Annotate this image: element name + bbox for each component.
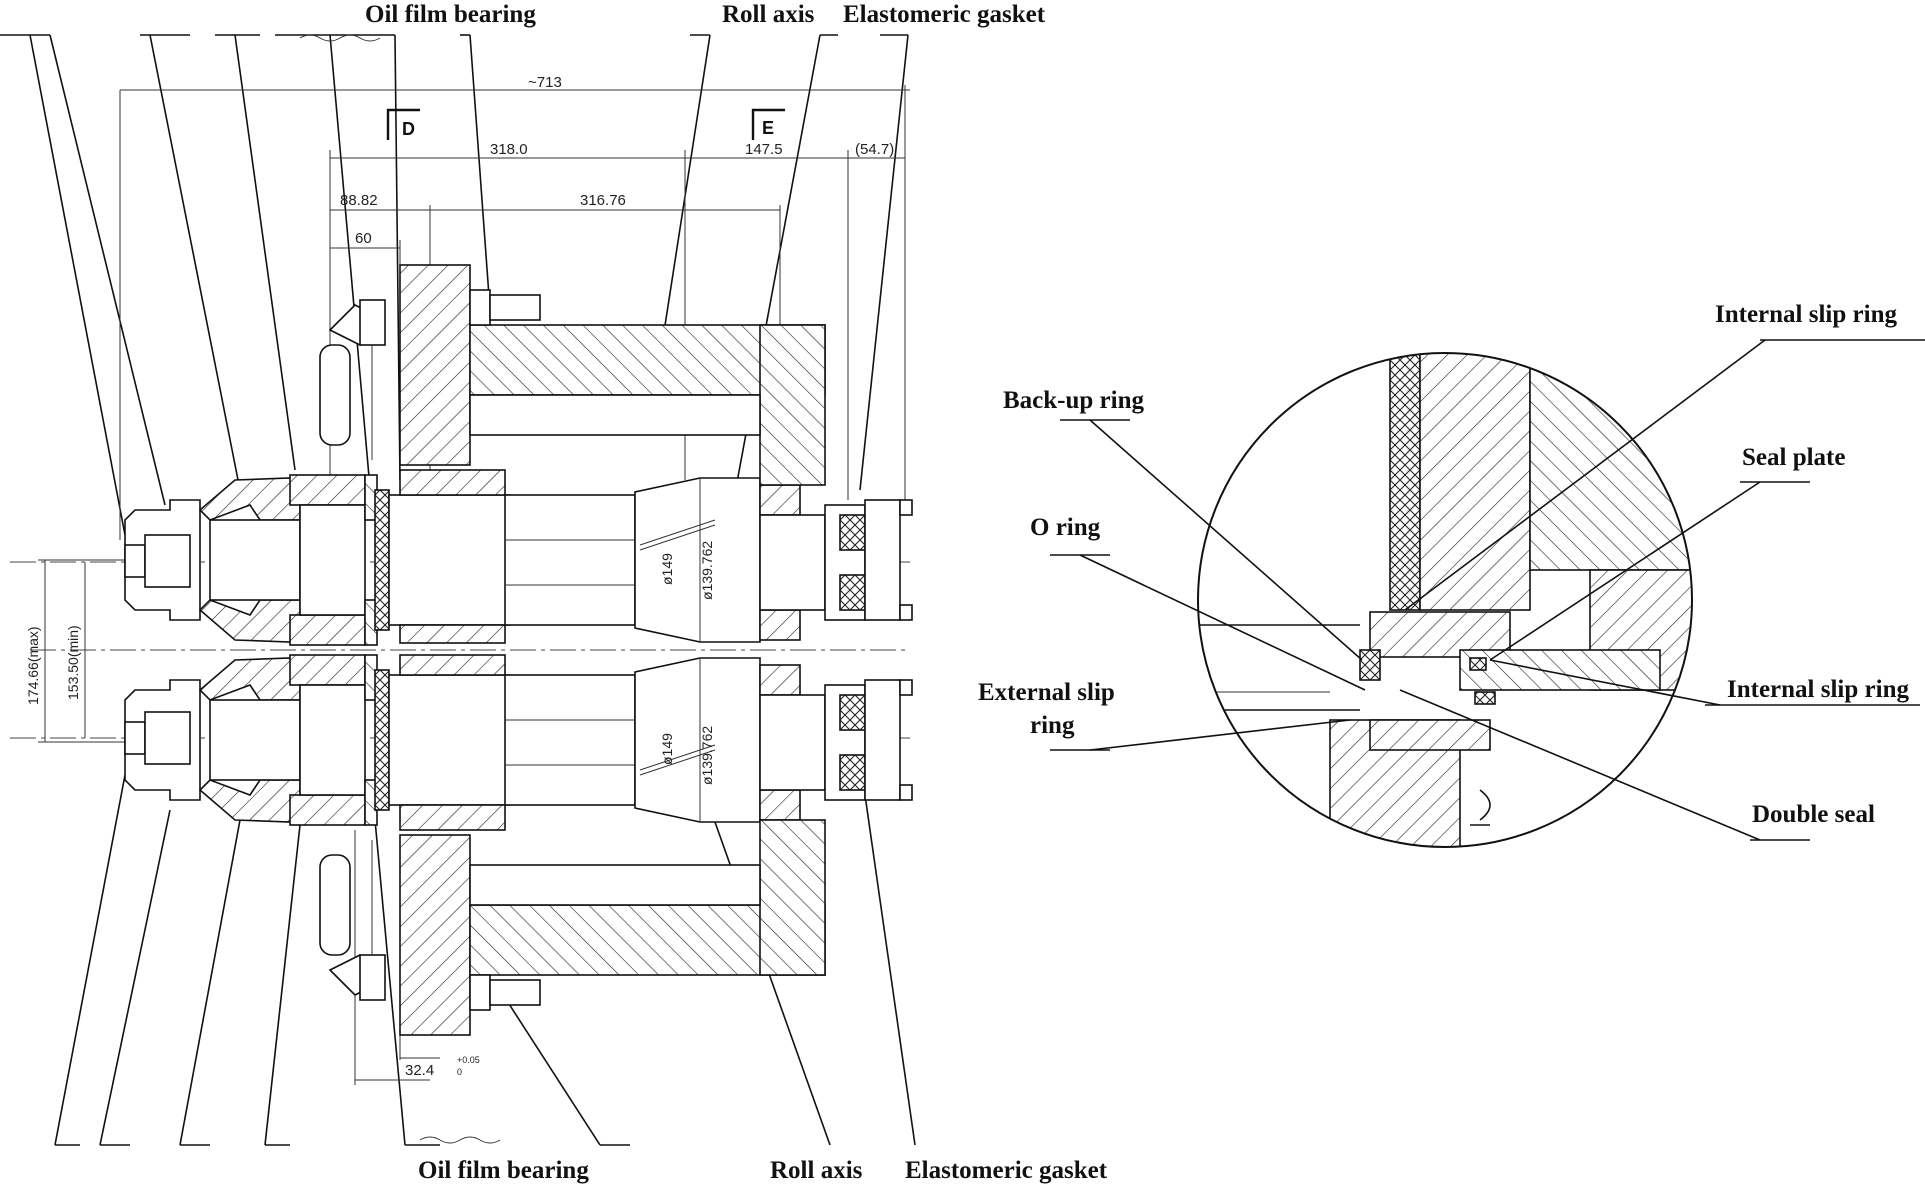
dim-tol-upper: +0.05 xyxy=(457,1055,480,1065)
dim-316: 316.76 xyxy=(580,192,626,209)
label-elastomeric-gasket-top: Elastomeric gasket xyxy=(843,1,1046,28)
label-o-ring: O ring xyxy=(1030,514,1101,541)
oil-inlet-pipes xyxy=(319,299,386,1001)
dim-318: 318.0 xyxy=(490,141,528,158)
dim-88: 88.82 xyxy=(340,192,378,209)
detail-leaders xyxy=(1050,339,1925,841)
dim-overall: ~713 xyxy=(528,74,562,91)
dia-149-bottom: ø149 xyxy=(659,733,675,765)
dim-147: 147.5 xyxy=(745,141,783,158)
label-internal-slip-ring-top: Internal slip ring xyxy=(1715,301,1897,328)
label-seal-plate: Seal plate xyxy=(1742,444,1845,471)
dim-tol-lower: 0 xyxy=(457,1067,462,1077)
dim-60: 60 xyxy=(355,230,372,247)
section-d-label: D xyxy=(402,119,415,139)
housing-frame xyxy=(399,264,826,1036)
label-oil-film-bearing-top: Oil film bearing xyxy=(365,1,536,28)
lower-roll-assembly: ø149 ø139.762 xyxy=(124,654,913,831)
label-elastomeric-gasket-bottom: Elastomeric gasket xyxy=(905,1157,1108,1184)
dim-54: (54.7) xyxy=(855,141,894,158)
dia-139-top: ø139.762 xyxy=(699,541,715,600)
assembly-drawing: D E ~713 318.0 147.5 (54.7) 88.82 316.76… xyxy=(0,34,916,1146)
label-external-slip-line2: ring xyxy=(1030,712,1075,739)
seal-detail-view xyxy=(1197,352,1693,848)
label-internal-slip-ring-right: Internal slip ring xyxy=(1727,676,1909,703)
label-back-up-ring: Back-up ring xyxy=(1003,387,1145,414)
label-external-slip-line1: External slip xyxy=(978,679,1115,706)
dim-32: 32.4 xyxy=(405,1062,434,1079)
dim-max: 174.66(max) xyxy=(25,626,41,705)
section-marker-e: E xyxy=(751,108,785,140)
dia-149-top: ø149 xyxy=(659,553,675,585)
dimensions-vertical: 174.66(max) 153.50(min) xyxy=(25,559,125,743)
dim-min: 153.50(min) xyxy=(65,625,81,700)
section-e-label: E xyxy=(762,118,774,138)
label-roll-axis-bottom: Roll axis xyxy=(770,1157,863,1184)
upper-roll-assembly: ø149 ø139.762 xyxy=(124,469,913,646)
label-double-seal: Double seal xyxy=(1752,801,1875,828)
section-marker-d: D xyxy=(386,108,420,140)
dia-139-bottom: ø139.762 xyxy=(699,726,715,785)
label-oil-film-bearing-bottom: Oil film bearing xyxy=(418,1157,589,1184)
detail-circle xyxy=(1197,352,1693,848)
label-roll-axis-top: Roll axis xyxy=(722,1,815,28)
leader-lines-bottom xyxy=(54,774,916,1146)
leader-lines-top-left xyxy=(0,34,491,536)
